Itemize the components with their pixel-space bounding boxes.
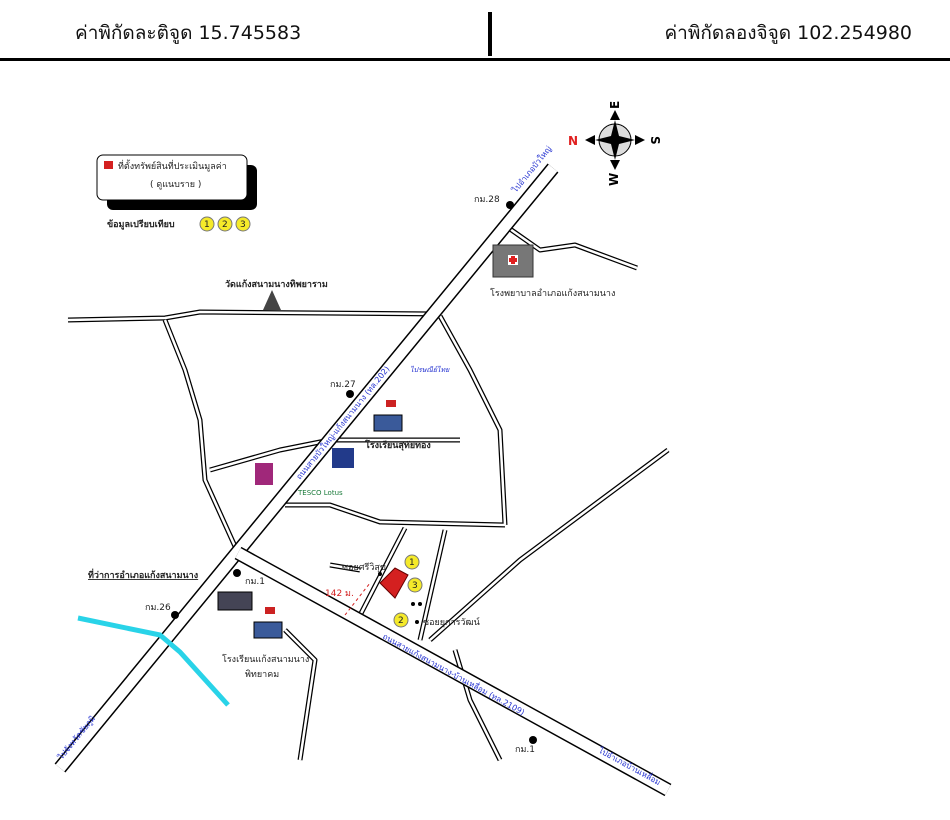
compass-e: E: [608, 101, 622, 109]
legend-box: ที่ตั้งทรัพย์สินที่ประเมินมูลค่า ( ดูแนบ…: [96, 154, 257, 210]
svg-text:2: 2: [222, 220, 228, 230]
district-office: ที่ว่าการอำเภอแก้งสนามนาง: [88, 568, 253, 611]
temple: วัดแก้งสนามนางทิพยาราม: [225, 279, 328, 310]
km26-label: กม.26: [145, 603, 171, 613]
svg-text:ไปรษณีย์ไทย: ไปรษณีย์ไทย: [410, 365, 450, 374]
svg-text:3: 3: [240, 220, 246, 230]
longitude-label: ค่าพิกัดลองจิจูด 102.254980: [664, 22, 912, 44]
legend-property-line2: ( ดูแนบราย ): [150, 180, 201, 190]
svg-text:โรงพยาบาลอำเภอแก้งสนามนาง: โรงพยาบาลอำเภอแก้งสนามนาง: [490, 288, 615, 299]
post-office: ไปรษณีย์ไทย: [410, 365, 450, 374]
road-label-secondary: ถนนสายแก้งสนามนาง-บ้านเหลื่อม (ทล.2109): [381, 630, 527, 717]
tesco-lotus: TESCO Lotus: [297, 489, 343, 497]
compass-n: N: [568, 134, 578, 148]
soi2-label: ซอยยุการวัฒน์: [423, 616, 480, 628]
legend-comparables-label: ข้อมูลเปรียบเทียบ: [107, 219, 175, 230]
svg-text:วัดแก้งสนามนางทิพยาราม: วัดแก้งสนามนางทิพยาราม: [225, 279, 328, 290]
compass-w: W: [607, 173, 621, 186]
roads: [54, 163, 672, 797]
svg-text:3: 3: [412, 581, 418, 591]
latitude-label: ค่าพิกัดละติจูด 15.745583: [75, 22, 302, 44]
river: [77, 615, 230, 707]
hospital: โรงพยาบาลอำเภอแก้งสนามนาง: [490, 244, 615, 299]
legend-property-line1: ที่ตั้งทรัพย์สินที่ประเมินมูลค่า: [118, 159, 227, 172]
distance-label: 142 ม.: [325, 589, 354, 599]
header-underline: [870, 58, 950, 60]
km28-label: กม.28: [474, 195, 500, 205]
svg-text:1: 1: [204, 220, 210, 230]
compass-s: S: [648, 136, 662, 145]
coordinates-header: ค่าพิกัดละติจูด 15.745583 ค่าพิกัดลองจิจ…: [0, 0, 950, 61]
compass: N E S W: [568, 101, 662, 186]
road-label-to-east: ไปอำเภอบ้านเหลื่อม: [596, 744, 663, 787]
svg-text:1: 1: [409, 558, 415, 568]
subject-property: ซอยศรีวิสุข: [342, 562, 409, 599]
bank-icon: [255, 463, 273, 485]
legend-comparable-markers: 1 2 3: [199, 216, 251, 232]
property-legend-icon: [104, 161, 113, 169]
distance-line: [344, 582, 371, 616]
svg-text:โรงเรียนแก้งสนามนาง: โรงเรียนแก้งสนามนาง: [222, 654, 309, 665]
svg-text:ที่ว่าการอำเภอแก้งสนามนาง: ที่ว่าการอำเภอแก้งสนามนาง: [88, 568, 198, 581]
header-divider: [488, 12, 492, 56]
km1b-label: กม.1: [515, 745, 535, 755]
bank2-icon: [332, 448, 354, 468]
svg-text:พิทยาคม: พิทยาคม: [245, 669, 279, 680]
svg-text:2: 2: [398, 616, 404, 626]
comparable-markers: 1 2 3 ซอยยุการวัฒน์: [393, 554, 480, 628]
svg-text:โรงเรียนสุทัยทอง: โรงเรียนสุทัยทอง: [364, 439, 431, 451]
school-1: โรงเรียนสุทัยทอง: [364, 400, 431, 451]
school-2: โรงเรียนแก้งสนามนาง พิทยาคม: [222, 607, 309, 680]
km1a-label: กม.1: [245, 577, 265, 587]
km27-label: กม.27: [330, 380, 356, 390]
km-markers: กม.28 กม.27 กม.1 กม.26 กม.1: [145, 195, 537, 755]
soi1-label: ซอยศรีวิสุข: [342, 562, 386, 573]
